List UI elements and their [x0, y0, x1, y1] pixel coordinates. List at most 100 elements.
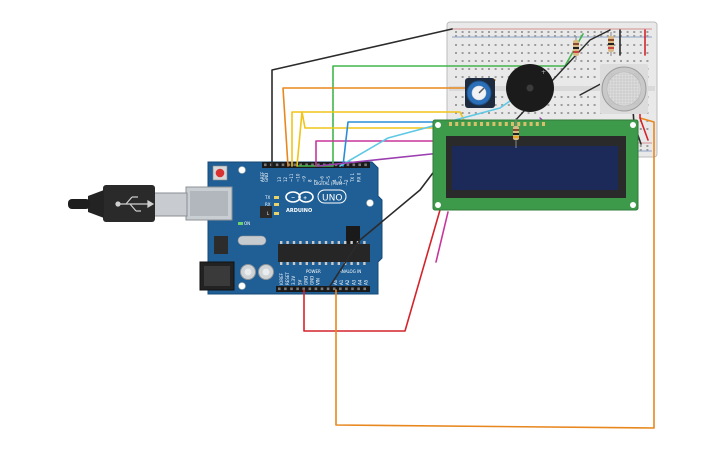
breadboard-hole [633, 44, 636, 46]
breadboard-hole [494, 104, 497, 106]
breadboard-hole [540, 35, 543, 37]
breadboard-hole [481, 52, 484, 54]
breadboard-hole [540, 52, 543, 54]
digital-pin-label: 4 [332, 179, 337, 182]
breadboard-hole [593, 44, 596, 46]
header-pin [311, 163, 314, 167]
breadboard-hole [461, 31, 464, 33]
breadboard-hole [521, 60, 523, 62]
breadboard-hole [507, 60, 510, 62]
breadboard-hole [488, 68, 490, 70]
header-pin [296, 287, 299, 291]
breadboard-hole [613, 44, 616, 46]
chip-pin [318, 262, 321, 265]
breadboard-hole [626, 60, 629, 62]
lcd-pin [467, 122, 471, 126]
chip-pin [331, 262, 334, 265]
breadboard-hole [587, 52, 589, 54]
lcd-pins [449, 122, 545, 126]
breadboard-hole [527, 35, 530, 37]
potentiometer[interactable] [465, 78, 495, 108]
breadboard-hole [593, 68, 596, 70]
breadboard-hole [481, 35, 484, 37]
lcd-pin [498, 122, 502, 126]
breadboard-hole [501, 52, 504, 54]
breadboard-hole [481, 60, 484, 62]
breadboard-hole [633, 60, 636, 62]
chip-pin [292, 262, 296, 265]
breadboard-hole [639, 149, 642, 151]
breadboard-hole [587, 44, 589, 46]
breadboard-hole [626, 31, 629, 33]
breadboard-hole [646, 120, 649, 122]
breadboard-hole [468, 76, 471, 78]
breadboard-hole [461, 104, 464, 106]
breadboard-hole [488, 112, 490, 114]
breadboard-hole [639, 52, 642, 54]
breadboard-hole [646, 149, 649, 151]
breadboard-hole [567, 52, 570, 54]
resistor [513, 118, 519, 148]
breadboard-hole [455, 68, 457, 70]
breadboard-hole [488, 52, 490, 54]
breadboard-hole [488, 35, 490, 37]
aref-label: AREF [260, 171, 265, 182]
breadboard-hole [474, 35, 477, 37]
breadboard-hole [481, 76, 484, 78]
header-pin [281, 163, 285, 167]
breadboard-hole [593, 52, 596, 54]
breadboard-hole [554, 44, 556, 46]
lcd-mount-hole [630, 122, 636, 128]
breadboard-hole [560, 31, 563, 33]
breadboard-hole [547, 112, 550, 114]
breadboard-hole [468, 112, 471, 114]
breadboard-hole [461, 52, 464, 54]
breadboard-hole [567, 35, 570, 37]
piezo-buzzer: + [506, 64, 554, 112]
breadboard-hole [620, 44, 622, 46]
lcd-mount-hole [435, 122, 441, 128]
breadboard-hole [554, 60, 556, 62]
chip-pins [280, 241, 366, 265]
lcd-pin [492, 122, 496, 126]
breadboard-hole [593, 31, 596, 33]
breadboard-hole [488, 76, 490, 78]
chip-pin [292, 241, 296, 244]
breadboard-hole [514, 52, 517, 54]
breadboard-hole [646, 128, 649, 130]
breadboard-hole [554, 35, 556, 37]
breadboard-hole [613, 60, 616, 62]
mounting-hole [238, 282, 246, 290]
breadboard-hole [534, 112, 537, 114]
breadboard-hole [521, 35, 523, 37]
reset-button-cap[interactable] [215, 168, 225, 178]
breadboard-hole [527, 44, 530, 46]
power-header-label: POWER [306, 269, 321, 274]
chip-pin [312, 262, 315, 265]
breadboard-hole [481, 68, 484, 70]
breadboard-hole [587, 60, 589, 62]
chip-pin [363, 241, 366, 244]
breadboard-hole [606, 35, 609, 37]
breadboard-hole [606, 44, 609, 46]
resistor [608, 32, 614, 56]
breadboard-hole [514, 44, 517, 46]
chip-pin [350, 262, 353, 265]
arduino-logo: − + ARDUINO [285, 191, 314, 214]
breadboard-hole [573, 68, 576, 70]
breadboard-hole [514, 35, 517, 37]
chip-pin [299, 241, 302, 244]
breadboard-hole [620, 60, 622, 62]
power-pin-label: RESET [285, 272, 290, 285]
breadboard-hole [488, 44, 490, 46]
breadboard-hole [560, 44, 563, 46]
breadboard-hole [507, 52, 510, 54]
breadboard-hole [573, 35, 576, 37]
breadboard-hole [534, 31, 537, 33]
power-analog-header [276, 286, 370, 292]
breadboard-hole [494, 31, 497, 33]
breadboard-hole [600, 35, 603, 37]
breadboard-hole [567, 44, 570, 46]
